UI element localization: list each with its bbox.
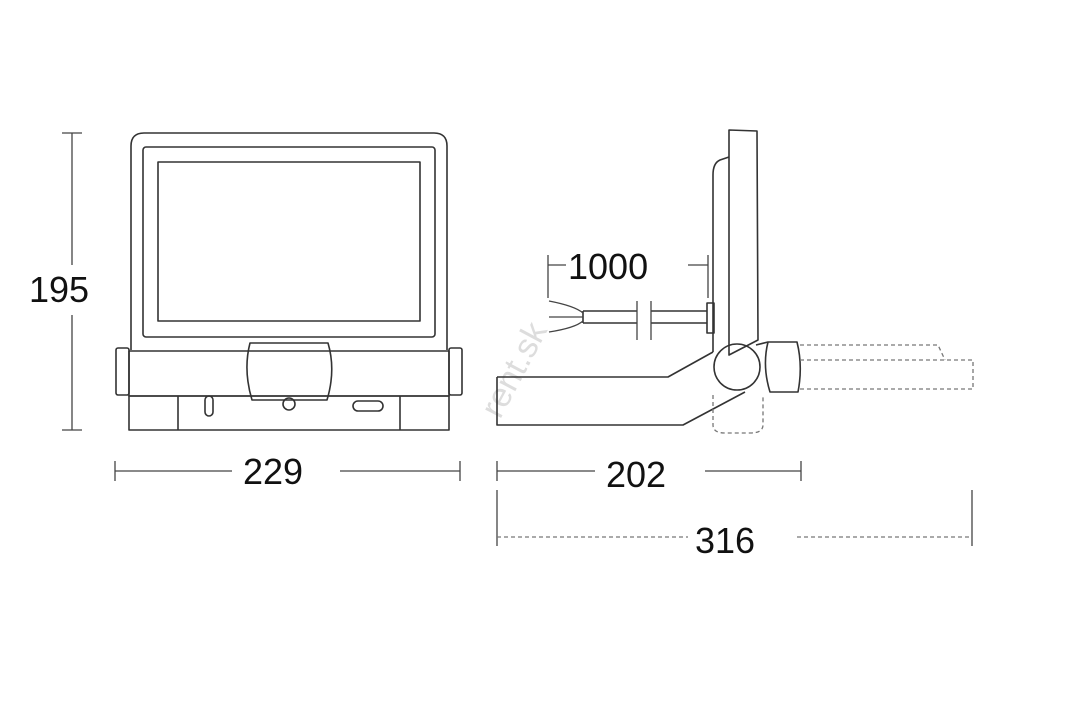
watermark: rent.sk <box>474 315 556 424</box>
dim-cable-length: 1000 <box>568 246 648 287</box>
front-view <box>115 132 463 431</box>
motion-sensor <box>246 342 333 401</box>
side-view <box>496 129 974 434</box>
dim-extended-depth: 316 <box>695 520 755 561</box>
dim-side-depth: 202 <box>606 454 666 495</box>
dimension-lines: 195 229 202 316 1000 <box>29 132 973 561</box>
dim-front-width: 229 <box>243 451 303 492</box>
dim-height: 195 <box>29 269 89 310</box>
